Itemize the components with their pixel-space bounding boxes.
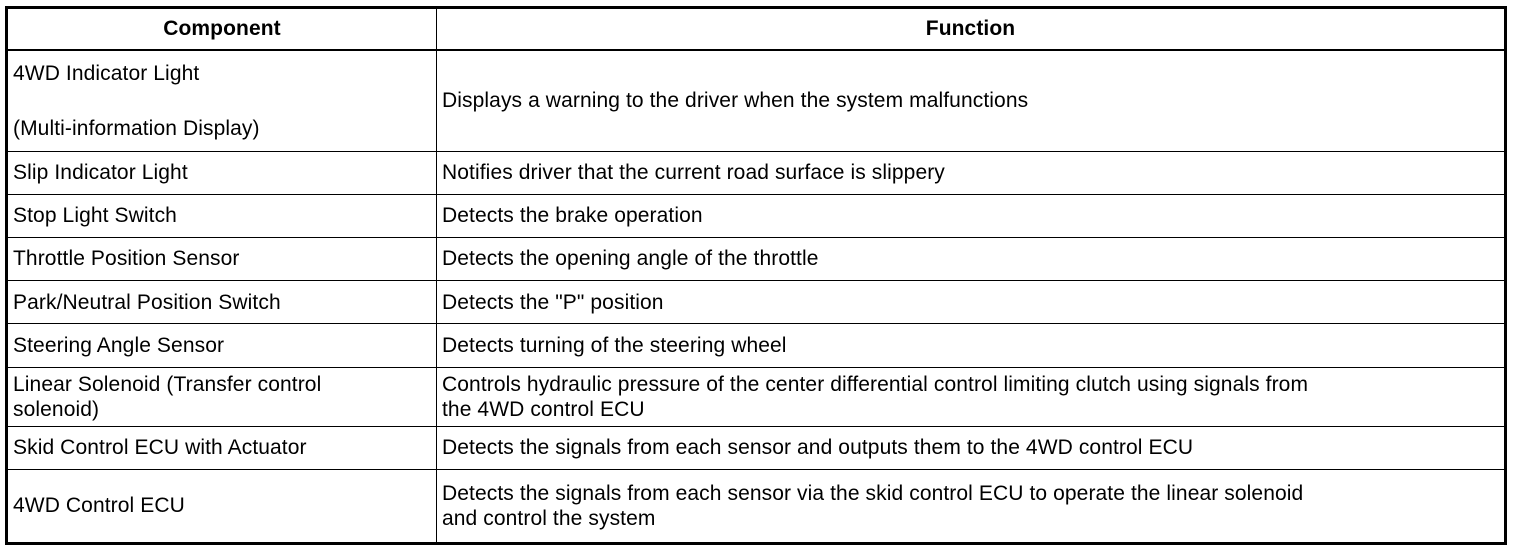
function-text: and control the system: [442, 506, 656, 530]
component-text: solenoid): [13, 398, 100, 422]
component-cell: Linear Solenoid (Transfer control soleno…: [6, 367, 437, 427]
function-cell: Detects the opening angle of the throttl…: [436, 236, 1506, 282]
table-row: Park/Neutral Position Switch Detects the…: [6, 280, 1506, 325]
header-component: Component: [6, 7, 437, 51]
function-cell: Detects the signals from each sensor via…: [436, 468, 1506, 545]
component-cell: Stop Light Switch: [6, 193, 437, 238]
function-text: Detects the signals from each sensor via…: [442, 481, 1304, 505]
component-cell: Slip Indicator Light: [6, 150, 437, 195]
component-cell: 4WD Indicator Light (Multi-information D…: [6, 49, 437, 152]
function-text: Controls hydraulic pressure of the cente…: [442, 373, 1309, 397]
header-function: Function: [436, 7, 1506, 51]
table-row: 4WD Indicator Light (Multi-information D…: [6, 49, 1506, 152]
component-cell: Skid Control ECU with Actuator: [6, 425, 437, 470]
function-cell: Displays a warning to the driver when th…: [436, 49, 1506, 152]
component-text: (Multi-information Display): [13, 116, 260, 140]
table-row: Skid Control ECU with Actuator Detects t…: [6, 425, 1506, 470]
table-row: Slip Indicator Light Notifies driver tha…: [6, 150, 1506, 195]
component-cell: 4WD Control ECU: [6, 468, 437, 545]
function-cell: Controls hydraulic pressure of the cente…: [436, 367, 1506, 427]
table-row: Stop Light Switch Detects the brake oper…: [6, 193, 1506, 238]
component-text: 4WD Indicator Light: [13, 61, 200, 85]
table-row: 4WD Control ECU Detects the signals from…: [6, 468, 1506, 545]
component-function-table: Component Function 4WD Indicator Light (…: [5, 6, 1507, 545]
function-cell: Detects the "P" position: [436, 280, 1506, 325]
table-row: Throttle Position Sensor Detects the ope…: [6, 236, 1506, 282]
table-row: Steering Angle Sensor Detects turning of…: [6, 323, 1506, 369]
line-spacer: [13, 86, 431, 116]
component-cell: Steering Angle Sensor: [6, 323, 437, 369]
component-text: Linear Solenoid (Transfer control: [13, 373, 322, 397]
component-cell: Park/Neutral Position Switch: [6, 280, 437, 325]
function-cell: Notifies driver that the current road su…: [436, 150, 1506, 195]
function-cell: Detects the brake operation: [436, 193, 1506, 238]
table-row: Linear Solenoid (Transfer control soleno…: [6, 367, 1506, 427]
function-cell: Detects the signals from each sensor and…: [436, 425, 1506, 470]
function-cell: Detects turning of the steering wheel: [436, 323, 1506, 369]
function-text: the 4WD control ECU: [442, 398, 645, 422]
table-header-row: Component Function: [6, 7, 1506, 51]
component-cell: Throttle Position Sensor: [6, 236, 437, 282]
